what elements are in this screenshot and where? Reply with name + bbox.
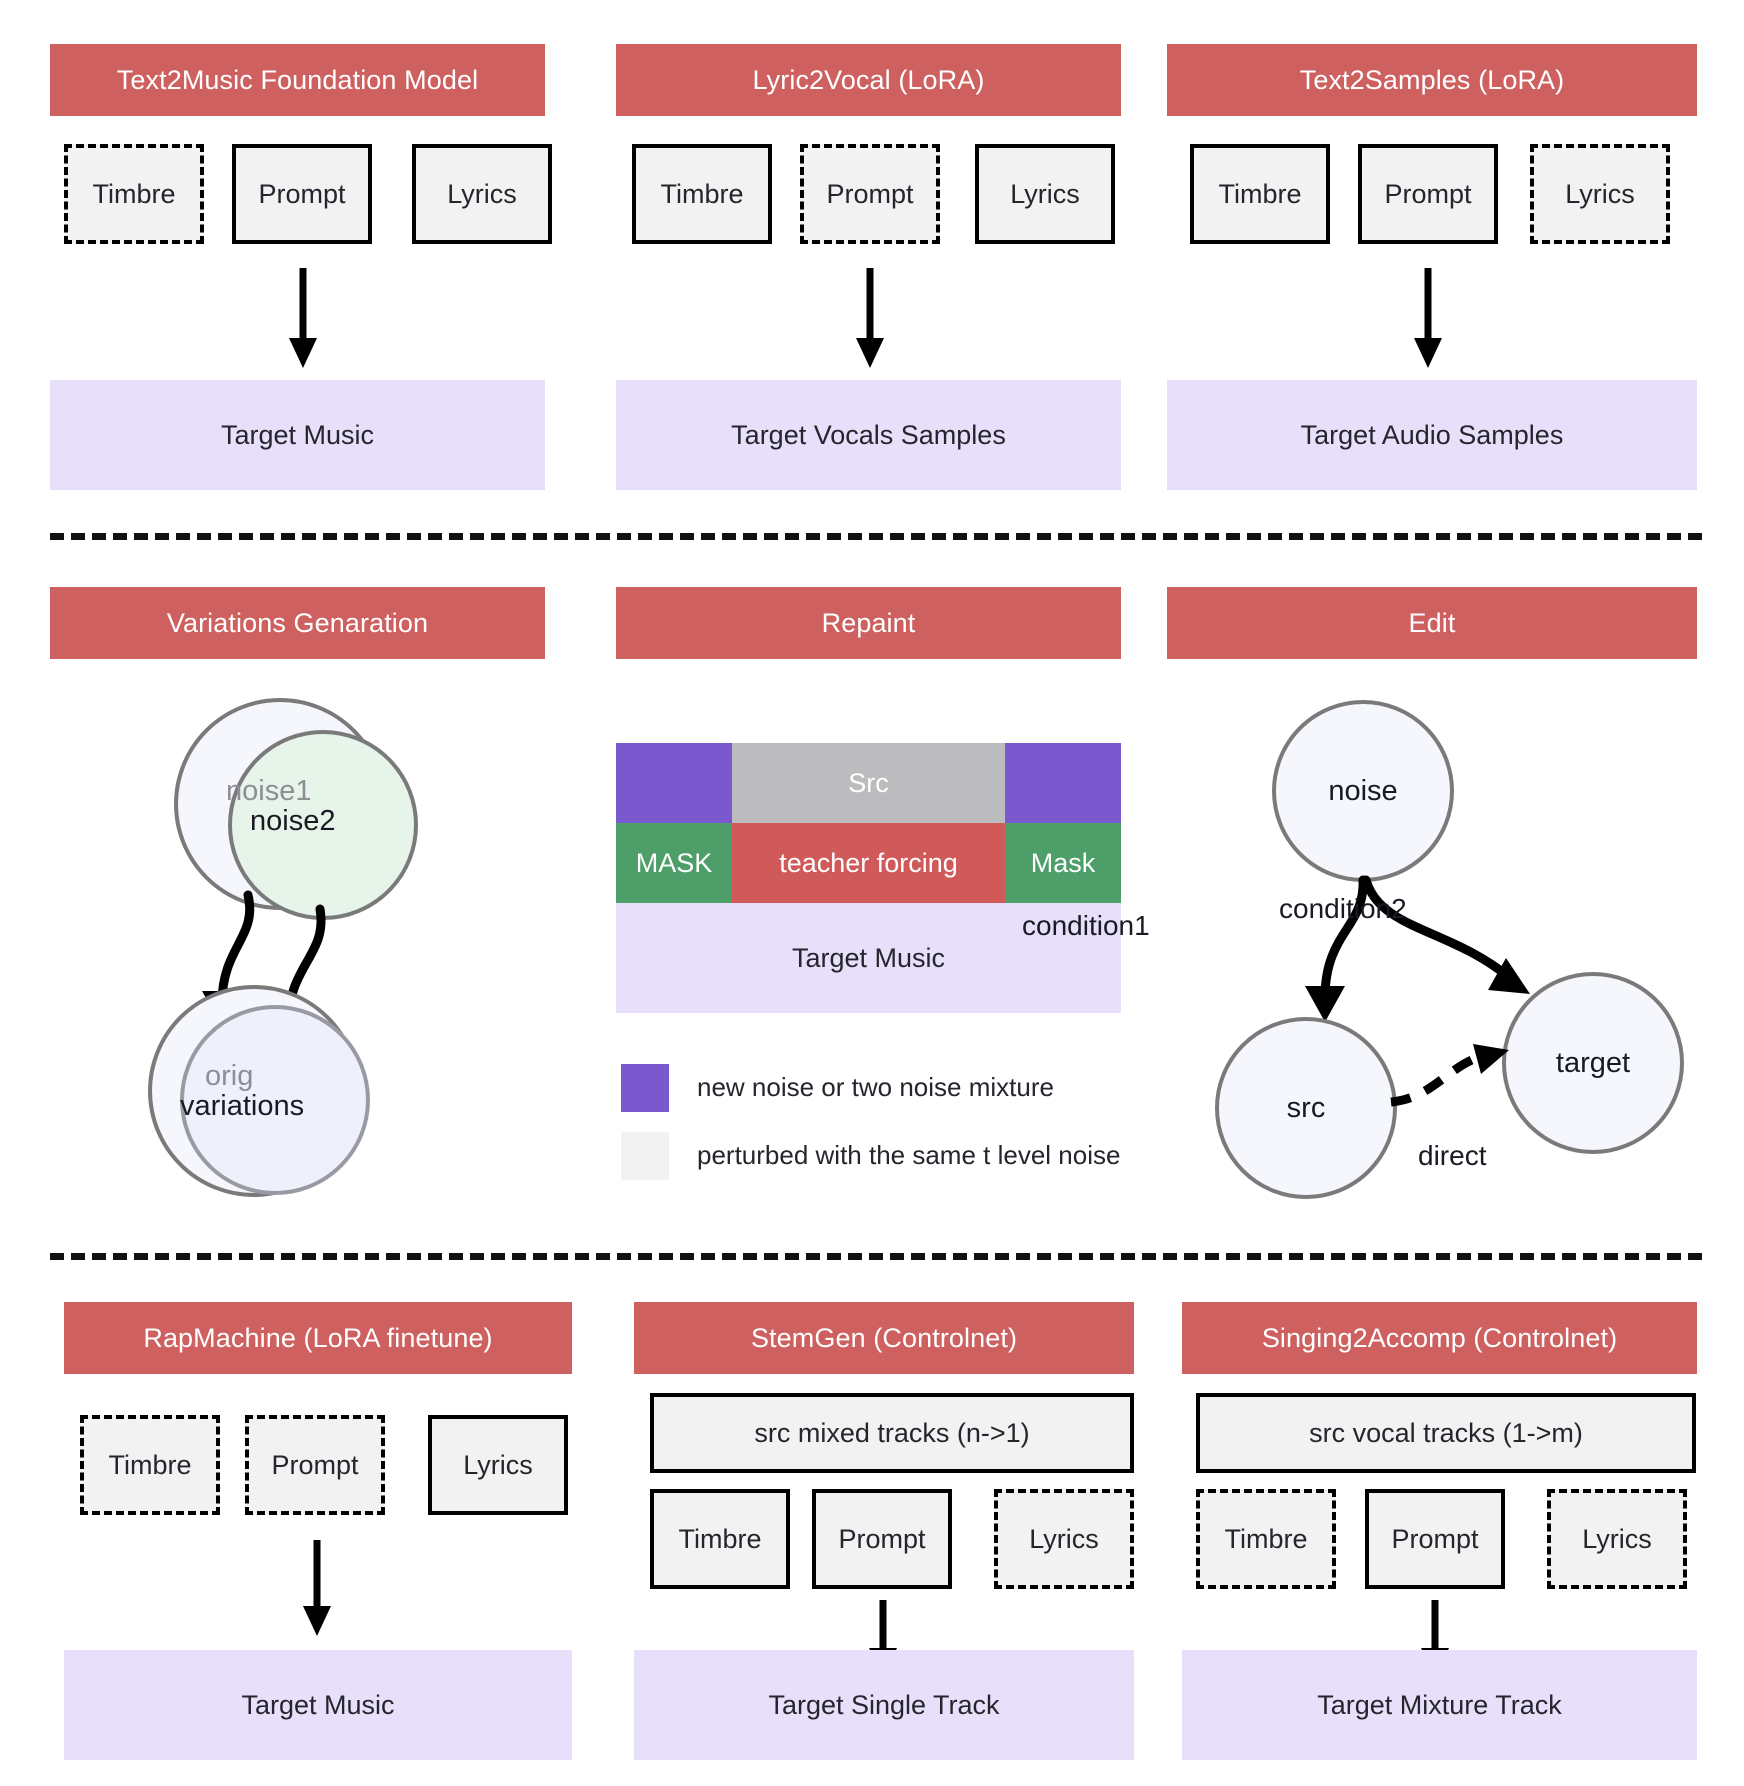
chip-lyrics-singing2accomp[interactable]: Lyrics bbox=[1547, 1489, 1687, 1589]
repaint-cell-teacher-forcing: teacher forcing bbox=[732, 823, 1005, 903]
section-header-edit: Edit bbox=[1167, 587, 1697, 659]
chip-lyrics-text2samples[interactable]: Lyrics bbox=[1530, 144, 1670, 244]
arrow-down-text2music bbox=[289, 268, 317, 368]
section-header-stemgen: StemGen (Controlnet) bbox=[634, 1302, 1134, 1374]
chip-prompt-rapmachine[interactable]: Prompt bbox=[245, 1415, 385, 1515]
chip-lyrics-lyric2vocal[interactable]: Lyrics bbox=[975, 144, 1115, 244]
trackbar-stemgen[interactable]: src mixed tracks (n->1) bbox=[650, 1393, 1134, 1473]
trackbar-singing2accomp[interactable]: src vocal tracks (1->m) bbox=[1196, 1393, 1696, 1473]
chip-prompt-lyric2vocal[interactable]: Prompt bbox=[800, 144, 940, 244]
target-box-lyric2vocal: Target Vocals Samples bbox=[616, 380, 1121, 490]
section-header-variations: Variations Genaration bbox=[50, 587, 545, 659]
chip-timbre-rapmachine[interactable]: Timbre bbox=[80, 1415, 220, 1515]
label-variations: variations bbox=[180, 1090, 305, 1122]
chip-prompt-stemgen[interactable]: Prompt bbox=[812, 1489, 952, 1589]
chip-prompt-text2samples[interactable]: Prompt bbox=[1358, 144, 1498, 244]
section-header-lyric2vocal: Lyric2Vocal (LoRA) bbox=[616, 44, 1121, 116]
arrow-down-rapmachine bbox=[303, 1540, 331, 1636]
arrow-down-lyric2vocal bbox=[856, 268, 884, 368]
repaint-cell-mask-right: Mask bbox=[1005, 823, 1121, 903]
arrow-direct-edit bbox=[1390, 1044, 1509, 1107]
chip-timbre-text2music[interactable]: Timbre bbox=[64, 144, 204, 244]
repaint-cell-noise-left bbox=[616, 743, 732, 823]
target-box-stemgen: Target Single Track bbox=[634, 1650, 1134, 1760]
section-header-repaint: Repaint bbox=[616, 587, 1121, 659]
chip-timbre-text2samples[interactable]: Timbre bbox=[1190, 144, 1330, 244]
section-header-text2samples: Text2Samples (LoRA) bbox=[1167, 44, 1697, 116]
label-condition2: condition2 bbox=[1279, 893, 1407, 924]
section-header-rapmachine: RapMachine (LoRA finetune) bbox=[64, 1302, 572, 1374]
label-noise1: noise1 bbox=[226, 775, 312, 807]
circle-variations bbox=[180, 1005, 370, 1195]
label-orig: orig bbox=[205, 1060, 254, 1092]
chip-lyrics-stemgen[interactable]: Lyrics bbox=[994, 1489, 1134, 1589]
section-divider-2 bbox=[50, 1253, 1702, 1260]
section-header-text2music: Text2Music Foundation Model bbox=[50, 44, 545, 116]
chip-lyrics-rapmachine[interactable]: Lyrics bbox=[428, 1415, 568, 1515]
legend-label-new-noise: new noise or two noise mixture bbox=[697, 1072, 1054, 1102]
repaint-cell-mask-left: MASK bbox=[616, 823, 732, 903]
target-box-repaint: Target Music bbox=[616, 903, 1121, 1013]
section-header-singing2accomp: Singing2Accomp (Controlnet) bbox=[1182, 1302, 1697, 1374]
repaint-cell-noise-right bbox=[1005, 743, 1121, 823]
label-noise2: noise2 bbox=[250, 805, 336, 837]
legend-swatch-new-noise bbox=[621, 1064, 669, 1112]
circle-src-edit: src bbox=[1215, 1017, 1397, 1199]
circle-target-edit: target bbox=[1502, 972, 1684, 1154]
arrows-edit-conditions bbox=[1305, 875, 1530, 1022]
circle-noise-edit: noise bbox=[1272, 700, 1454, 882]
label-direct: direct bbox=[1418, 1140, 1487, 1171]
chip-prompt-singing2accomp[interactable]: Prompt bbox=[1365, 1489, 1505, 1589]
repaint-cell-src: Src bbox=[732, 743, 1005, 823]
target-box-singing2accomp: Target Mixture Track bbox=[1182, 1650, 1697, 1760]
section-divider-1 bbox=[50, 533, 1702, 540]
target-box-text2samples: Target Audio Samples bbox=[1167, 380, 1697, 490]
chip-lyrics-text2music[interactable]: Lyrics bbox=[412, 144, 552, 244]
legend-swatch-perturbed bbox=[621, 1132, 669, 1180]
legend-label-perturbed: perturbed with the same t level noise bbox=[697, 1140, 1121, 1170]
target-box-text2music: Target Music bbox=[50, 380, 545, 490]
arrow-down-text2samples bbox=[1414, 268, 1442, 368]
label-condition1: condition1 bbox=[1022, 910, 1150, 941]
chip-timbre-stemgen[interactable]: Timbre bbox=[650, 1489, 790, 1589]
target-box-rapmachine: Target Music bbox=[64, 1650, 572, 1760]
chip-prompt-text2music[interactable]: Prompt bbox=[232, 144, 372, 244]
chip-timbre-lyric2vocal[interactable]: Timbre bbox=[632, 144, 772, 244]
chip-timbre-singing2accomp[interactable]: Timbre bbox=[1196, 1489, 1336, 1589]
